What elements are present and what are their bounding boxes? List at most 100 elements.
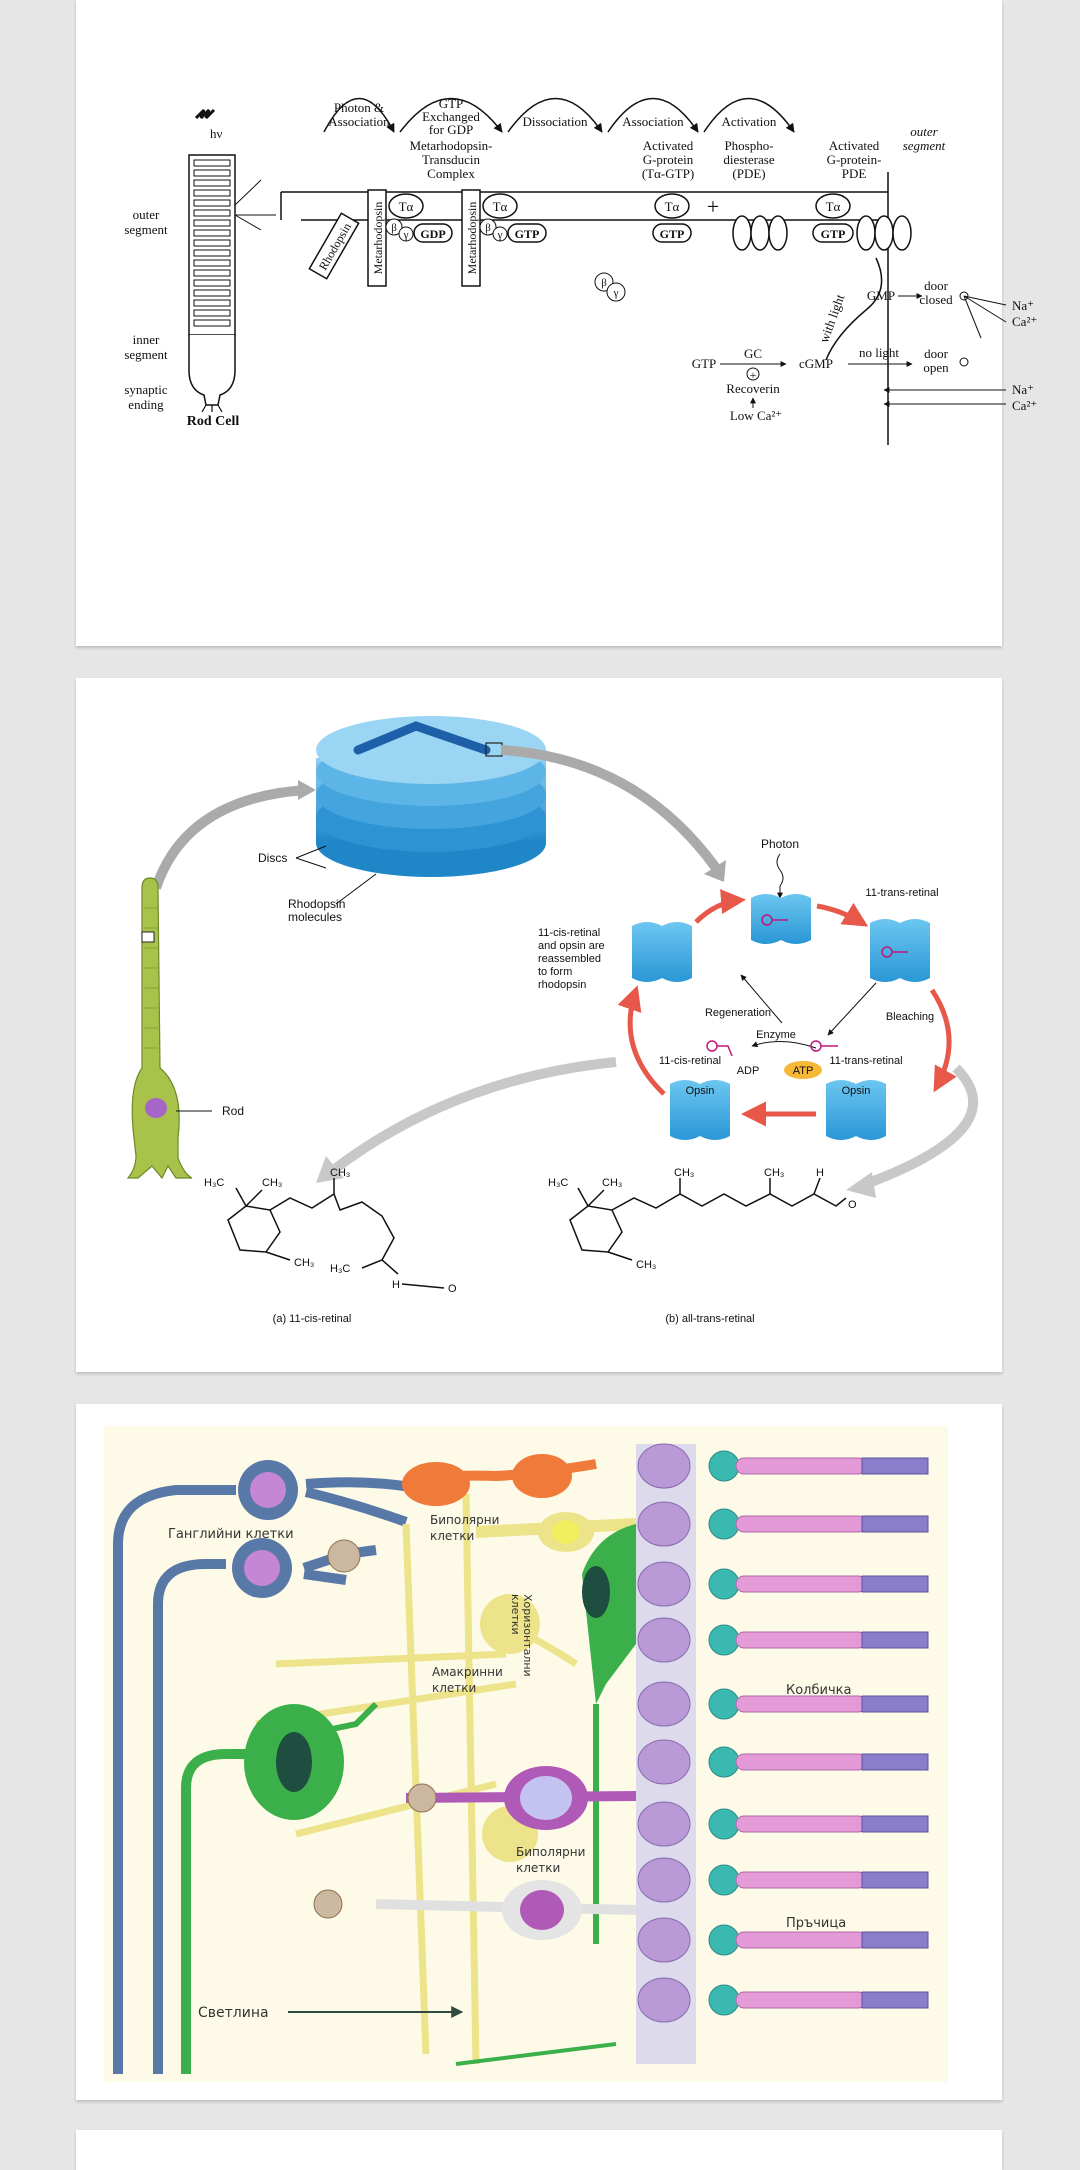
label-gmp: GMP <box>867 288 895 303</box>
label-rod: Rod <box>222 1104 244 1118</box>
photon-squiggle <box>194 108 216 120</box>
visual-cycle-diagram: Discs Rhodopsin molecules Rod Photon 11-… <box>126 716 979 1325</box>
horizontal-cell <box>582 1524 636 1944</box>
cycle-arrows <box>617 889 957 1127</box>
figure-card-next[interactable] <box>76 2130 1002 2170</box>
label-inner-segment: inner <box>133 332 160 347</box>
svg-text:Tα: Tα <box>399 199 414 214</box>
label-bipolar-bottom: Биполярни <box>516 1845 585 1859</box>
label-trans-retinal: 11-trans-retinal <box>829 1055 902 1067</box>
svg-text:γ: γ <box>613 287 619 299</box>
figure-card-visual-cycle[interactable]: Discs Rhodopsin molecules Rod Photon 11-… <box>76 678 1002 1372</box>
label-rhodopsin-molecules: Rhodopsin <box>288 897 345 911</box>
arrow-rod-to-discs <box>151 785 307 890</box>
arrow-to-cis-structure <box>333 1057 617 1173</box>
header-gprotein-3: (Tα-GTP) <box>642 166 694 181</box>
cis-retinal-structure <box>227 1178 399 1275</box>
rod-cell <box>126 877 212 1180</box>
header-agpde: Activated <box>829 138 880 153</box>
with-light-arc <box>825 257 883 361</box>
svg-text:Metarhodopsin: Metarhodopsin <box>465 202 479 275</box>
arc-label-photon: Photon & <box>334 100 384 115</box>
arrow-discs-to-cycle <box>500 745 721 871</box>
chem-b-h3c: H₃C <box>548 1177 568 1189</box>
label-bleaching: Bleaching <box>886 1011 934 1023</box>
label-rhodopsin-molecules-2: molecules <box>288 910 342 924</box>
label-recoverin: Recoverin <box>726 381 780 396</box>
gc-plus: + <box>750 368 757 382</box>
svg-text:Metarhodopsin: Metarhodopsin <box>371 202 385 275</box>
pde-molecule <box>732 215 788 251</box>
label-horizontal: Хоризонтални <box>521 1594 534 1677</box>
transducin-complex-2: Tα β γ GTP β γ <box>479 193 626 302</box>
header-gprotein: Activated <box>643 138 694 153</box>
bipolar-cells-bottom <box>375 1766 637 1940</box>
arc-label-photon-2: Association <box>328 114 390 129</box>
label-low-ca: Low Ca²⁺ <box>730 408 782 423</box>
label-outer-segment-2: segment <box>124 222 168 237</box>
chem-b-ch3-4: CH₃ <box>636 1259 656 1271</box>
chem-a-ch3-2: CH₃ <box>330 1167 350 1179</box>
svg-text:Tα: Tα <box>665 199 680 214</box>
label-door-closed: door <box>924 278 949 293</box>
caption-b: (b) all-trans-retinal <box>665 1313 754 1325</box>
label-photon: Photon <box>761 837 799 851</box>
header-agpde-2: G-protein- <box>827 152 882 167</box>
label-no-light: no light <box>859 345 899 360</box>
header-meta-3: Complex <box>427 166 475 181</box>
label-outer-segment: outer <box>133 207 160 222</box>
chem-b-ch3-2: CH₃ <box>674 1167 694 1179</box>
label-adp: ADP <box>737 1065 760 1077</box>
chem-b-ch3-1: CH₃ <box>602 1177 622 1189</box>
label-ganglion: Ганглийни клетки <box>168 1527 294 1542</box>
figure-card-phototransduction[interactable]: hν outer segment inner segment synaptic … <box>76 0 1037 646</box>
svg-text:β: β <box>391 222 397 234</box>
label-enzyme: Enzyme <box>756 1029 796 1041</box>
hv-label: hν <box>210 126 223 141</box>
label-cone: Колбичка <box>786 1683 851 1698</box>
label-with-light: with light <box>816 292 847 345</box>
label-discs: Discs <box>258 851 287 865</box>
label-synaptic: synaptic <box>124 382 168 397</box>
label-regeneration: Regeneration <box>705 1007 771 1019</box>
figure-card-retina[interactable]: Ганглийни клетки Биполярни клетки Хоризо… <box>76 1404 1002 2100</box>
label-cis-retinal: 11-cis-retinal <box>659 1055 721 1067</box>
svg-text:GTP: GTP <box>515 227 540 241</box>
label-reassembled-1: 11-cis-retinal <box>538 927 600 939</box>
svg-text:GDP: GDP <box>420 227 445 241</box>
retina-diagram: Ганглийни клетки Биполярни клетки Хоризо… <box>104 1426 948 2082</box>
svg-text:β: β <box>601 277 607 289</box>
chem-a-h: H <box>392 1279 400 1291</box>
label-inner-segment-2: segment <box>124 347 168 362</box>
opsin-bottom-left: Opsin <box>670 1080 730 1140</box>
reaction-arcs <box>323 97 795 133</box>
label-na-top: Na⁺ <box>1012 298 1034 313</box>
label-amacrine-2: клетки <box>432 1681 476 1695</box>
chem-a-h3c-2: H₃C <box>330 1263 350 1275</box>
svg-text:β: β <box>485 222 491 234</box>
label-door-open: door <box>924 346 949 361</box>
chem-a-ch3-1: CH₃ <box>262 1177 282 1189</box>
header-gprotein-2: G-protein <box>643 152 694 167</box>
opsin-bottom-right: Opsin <box>826 1080 886 1140</box>
label-trans-retinal-top: 11-trans-retinal <box>865 887 938 899</box>
header-pde-3: (PDE) <box>732 166 765 181</box>
chem-b-ch3-3: CH₃ <box>764 1167 784 1179</box>
header-pde-2: diesterase <box>723 152 774 167</box>
chem-b-h: H <box>816 1167 824 1179</box>
disc-stack <box>316 716 546 877</box>
svg-text:Tα: Tα <box>493 199 508 214</box>
label-gtp-left: GTP <box>692 356 717 371</box>
synapse-clusters <box>313 1539 437 1919</box>
arrow-to-trans-structure <box>864 1064 979 1189</box>
amacrine-cell-top <box>480 1594 540 1654</box>
transducin-complex-1: Tα β γ GDP <box>385 193 453 243</box>
metarhodopsin-box-1: Metarhodopsin <box>367 189 387 287</box>
label-reassembled-2: and opsin are <box>538 940 605 952</box>
phototransduction-diagram: hν outer segment inner segment synaptic … <box>124 96 1037 445</box>
label-amacrine: Амакринни <box>432 1665 503 1679</box>
svg-text:γ: γ <box>497 229 503 241</box>
svg-text:GTP: GTP <box>821 227 846 241</box>
chem-a-o: O <box>448 1283 457 1295</box>
retinal-molecule-right <box>810 1040 838 1052</box>
